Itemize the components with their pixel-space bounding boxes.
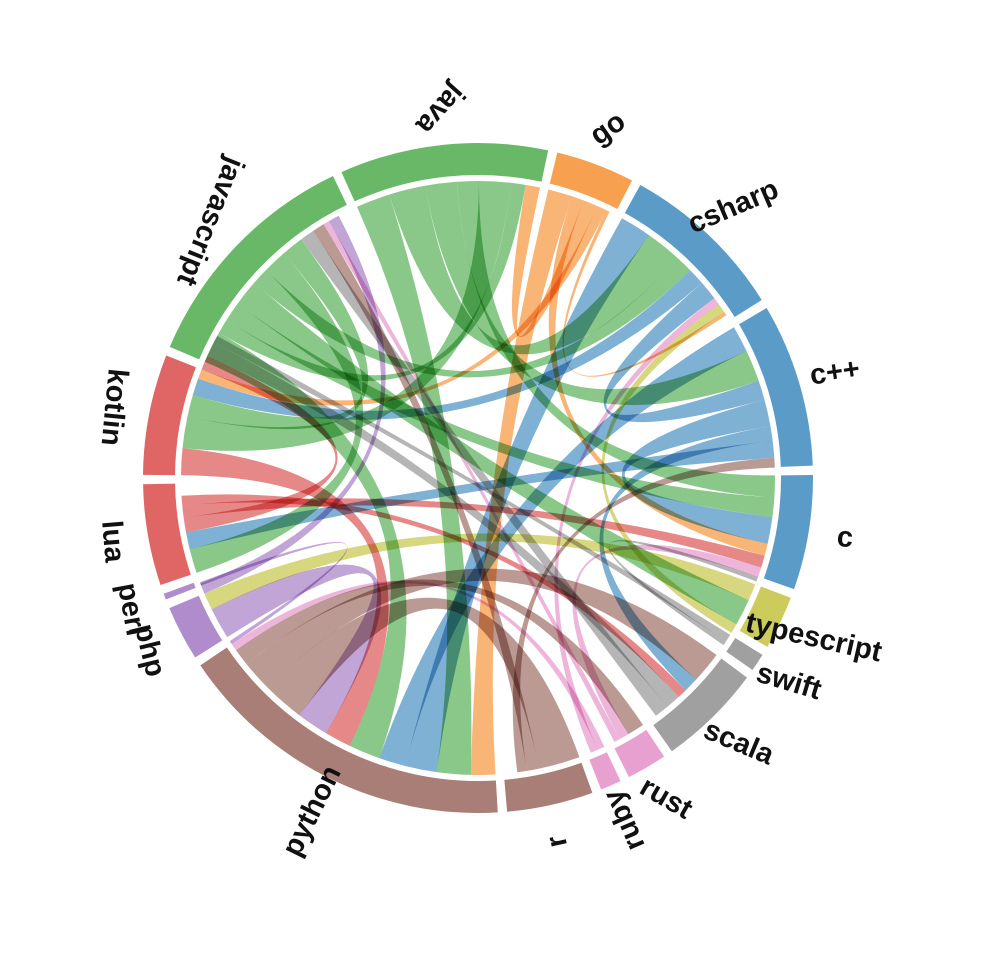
group-arc-python[interactable] [200,647,498,813]
ribbon-c++-python[interactable] [379,327,747,766]
ribbon-csharp-kotlin[interactable] [192,270,702,420]
ribbon-swift-c[interactable] [608,540,759,646]
ribbon-javascript-lua[interactable] [189,253,364,573]
ribbon-java-kotlin[interactable] [182,181,511,451]
ribbon-rust-javascript[interactable] [323,221,620,742]
group-arc-rust[interactable] [614,729,665,778]
group-label-r: r [540,833,574,851]
ribbon-python-scala[interactable] [246,568,717,688]
ribbon-go-java[interactable] [511,184,598,337]
group-arc-c[interactable] [763,475,814,590]
group-label-kotlin: kotlin [95,367,134,447]
group-arc-ruby[interactable] [589,752,621,790]
group-arc-perl[interactable] [163,582,196,600]
ribbon-go-kotlin[interactable] [198,205,607,406]
group-arc-php[interactable] [169,595,223,658]
ribbon-javascript-typescript[interactable] [237,282,749,625]
group-arc-c++[interactable] [739,307,813,467]
ribbon-rust-c[interactable] [572,544,762,739]
arcs-layer [143,142,814,813]
ribbons-layer [181,180,775,775]
group-label-go: go [584,105,631,151]
group-arc-swift[interactable] [726,637,763,671]
ribbon-swift-kotlin[interactable] [213,336,731,642]
ribbon-typescript-csharp[interactable] [601,304,737,633]
ribbon-lua-c[interactable] [182,498,765,568]
group-arc-scala[interactable] [653,658,748,752]
group-label-c++: c++ [808,353,862,392]
group-label-scala: scala [699,714,779,772]
ribbon-php-python[interactable] [211,564,382,734]
ribbon-javascript-c[interactable] [226,303,775,518]
ribbon-c++-scala[interactable] [599,426,773,691]
group-label-csharp: csharp [683,173,783,240]
group-arc-go[interactable] [549,152,633,209]
ribbon-go-python[interactable] [470,189,572,775]
ribbon-ruby-python[interactable] [231,580,605,750]
ribbon-python-rust[interactable] [236,579,644,735]
group-label-java: java [409,76,472,141]
group-arc-csharp[interactable] [624,184,762,317]
ribbon-lua-kotlin[interactable] [183,355,338,533]
group-arc-java[interactable] [341,142,549,202]
group-arc-lua[interactable] [143,483,191,585]
group-label-swift: swift [753,657,826,707]
group-arc-kotlin[interactable] [143,355,196,476]
group-label-lua: lua [95,519,131,564]
ribbon-csharp-c++[interactable] [603,282,765,423]
ribbon-php-javascript[interactable] [200,215,386,594]
group-arc-javascript[interactable] [169,176,347,360]
group-arc-typescript[interactable] [739,586,791,647]
group-label-c: c [836,521,855,554]
group-label-python: python [276,761,348,862]
ribbon-c++-lua[interactable] [186,440,775,550]
ribbon-javascript-kotlin[interactable] [187,239,369,430]
ribbon-csharp-python[interactable] [405,218,650,773]
ribbon-javascript-csharp[interactable] [254,258,691,378]
group-label-rust: rust [634,771,698,826]
group-arc-r[interactable] [504,762,593,812]
group-label-perl: perl [111,580,152,638]
